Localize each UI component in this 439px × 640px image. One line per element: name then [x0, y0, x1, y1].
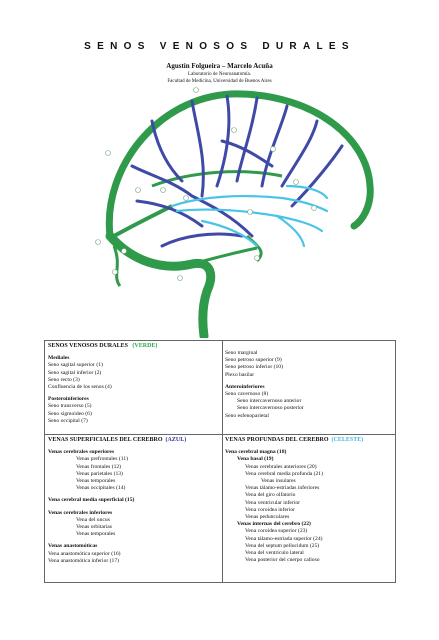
- list-item: Vena cerebral media profunda (21): [245, 470, 323, 477]
- transverse-sinus: [105, 231, 216, 338]
- list-item: Seno marginal: [225, 350, 258, 356]
- anastomoticas-heading: Venas anastomóticas: [48, 543, 98, 550]
- list-item: Vena del giro olfatorio: [245, 492, 296, 499]
- mediales-heading: Mediales: [48, 355, 70, 362]
- list-item: Vena del ventrículo lateral: [245, 550, 304, 557]
- affiliation-faculty: Facultad de Medicina, Universidad de Bue…: [167, 79, 272, 84]
- brain-venous-sinuses-illustration: [95, 87, 374, 338]
- list-item: Venas temporales: [76, 531, 116, 538]
- affiliation-lab: Laboratorio de Neuroanatomía.: [188, 72, 251, 77]
- internas-heading: Venas internas del cerebro (22): [237, 521, 311, 528]
- authors: Agustín Folgueira – Marcelo Acuña: [166, 62, 273, 70]
- list-item: Seno petroso superior (9): [225, 357, 282, 364]
- magna-heading: Vena cerebral magna (18): [225, 449, 287, 456]
- sinuses-heading: SENOS VENOSOS DURALES: [48, 343, 128, 349]
- list-item: Vena tálamo-estriada superior (24): [245, 535, 323, 542]
- superficial-heading: VENAS SUPERFICIALES DEL CEREBRO: [48, 437, 163, 443]
- straight-sinus: [113, 204, 173, 238]
- list-item: Confluencia de los senos (4): [48, 384, 112, 391]
- list-item: Venas cerebrales anteriores (20): [245, 463, 317, 470]
- list-item: Vena anastomótica superior (16): [48, 550, 121, 557]
- list-item: Seno sagital superior (1): [48, 362, 103, 369]
- list-item: Seno recto (3): [48, 376, 80, 383]
- posteroinferiores-heading: Posteroinferiores: [48, 396, 89, 403]
- list-item: Vena posterior del cuerpo calloso: [245, 557, 320, 564]
- list-item: Seno sagital inferior (2): [48, 369, 102, 376]
- sinuses-color-label: (VERDE): [132, 343, 158, 349]
- list-item: Plexo basilar: [225, 371, 255, 378]
- superficial-veins-section: VENAS SUPERFICIALES DEL CEREBRO (AZUL) V…: [48, 437, 186, 565]
- list-item: Vena coroidea inferior: [245, 506, 296, 513]
- list-item: Vena anastomótica inferior (17): [48, 557, 119, 564]
- sinuses-section-continued: Seno marginal Seno petroso superior (9) …: [225, 350, 304, 420]
- list-item: Seno transverso (5): [48, 403, 92, 410]
- list-item: Seno petroso inferior (10): [225, 364, 283, 371]
- list-item: Venas temporales: [76, 478, 116, 485]
- list-item: Venas frontales (12): [76, 463, 122, 470]
- list-item: Seno intercavernoso anterior: [237, 398, 302, 405]
- list-item: Venas orbitarias: [76, 524, 112, 531]
- petrosal-sinus: [191, 246, 258, 266]
- superior-sagittal-sinus: [105, 90, 374, 240]
- list-item: Vena coroidea superior (23): [245, 528, 308, 535]
- list-item: Vena ventricular inferior: [245, 499, 300, 506]
- inferiores-heading: Venas cerebrales inferiores: [48, 509, 113, 516]
- list-item: Vena del septum pellucidum (25): [245, 542, 320, 549]
- page-title: SENOS VENOSOS DURALES: [84, 41, 355, 52]
- sinuses-section: SENOS VENOSOS DURALES (VERDE) Mediales S…: [48, 343, 157, 425]
- list-item: Venas tálamo-estriadas inferiores: [245, 485, 320, 492]
- occipital-sinus: [112, 245, 122, 287]
- list-item: Venas prefrontales (11): [76, 456, 128, 463]
- table-column-divider: [222, 341, 223, 582]
- superficial-veins: [130, 94, 344, 248]
- deep-veins-section: VENAS PROFUNDAS DEL CEREBRO (CELESTE) Ve…: [225, 437, 363, 564]
- superiores-heading: Venas cerebrales superiores: [48, 449, 115, 456]
- deep-heading: VENAS PROFUNDAS DEL CEREBRO: [225, 437, 329, 443]
- list-item: Venas occipitales (14): [76, 485, 126, 492]
- basal-heading: Vena basal (19): [237, 456, 274, 463]
- list-item: Venas parietales (13): [76, 470, 123, 477]
- list-item: Seno intercavernoso posterior: [237, 405, 304, 412]
- structure-number-labels: [95, 87, 317, 281]
- list-item: Seno occipital (7): [48, 417, 88, 424]
- list-item: Seno sigmoideo (6): [48, 410, 92, 417]
- deep-color-label: (CELESTE): [331, 437, 364, 443]
- list-item: Vena del uncus: [76, 516, 110, 523]
- media-superficial-heading: Vena cerebral media superficial (15): [48, 497, 135, 504]
- list-item: Venas insulares: [261, 478, 296, 485]
- reference-table: SENOS VENOSOS DURALES (VERDE) Mediales S…: [44, 340, 396, 583]
- list-item: Seno esfenoparietal: [225, 412, 269, 419]
- list-item: Venas pedunculares: [245, 514, 290, 521]
- anteroinferiores-heading: Anteroinferiores: [225, 383, 265, 390]
- table-row-divider: [45, 434, 395, 435]
- list-item: Seno cavernoso (8): [225, 391, 269, 398]
- superficial-color-label: (AZUL): [165, 437, 187, 443]
